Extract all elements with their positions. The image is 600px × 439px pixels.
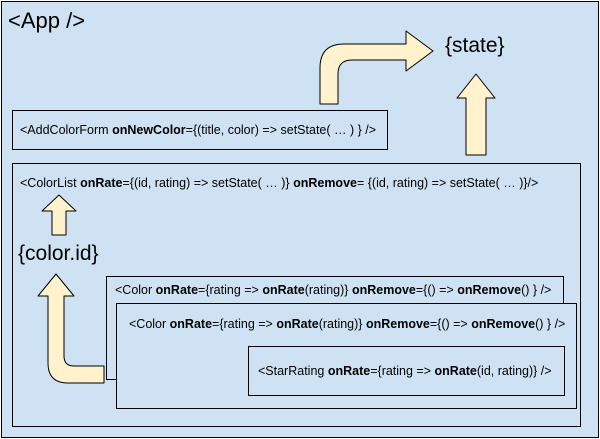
up-arrow-to-state bbox=[456, 73, 496, 156]
color-front-v3: ={() => bbox=[429, 317, 472, 331]
curved-arrow-to-state bbox=[319, 30, 434, 105]
color-front-on-remove-prop: onRemove bbox=[365, 317, 430, 331]
color-list-on-rate-prop: onRate bbox=[80, 176, 123, 190]
star-rating-tag: <StarRating bbox=[258, 364, 328, 378]
color-back-v2: (rating)} bbox=[304, 283, 352, 297]
color-back-label: <Color onRate={rating => onRate(rating)}… bbox=[115, 283, 551, 297]
add-color-form-label: <AddColorForm onNewColor={(title, color)… bbox=[20, 123, 376, 137]
color-front-on-rate-prop: onRate bbox=[169, 317, 213, 331]
star-rating-v1: ={rating => bbox=[370, 364, 435, 378]
color-front-v1: ={rating => bbox=[212, 317, 277, 331]
add-color-form-box: <AddColorForm onNewColor={(title, color)… bbox=[12, 110, 388, 150]
color-back-on-rate-call: onRate bbox=[262, 283, 305, 297]
color-list-on-remove-value: = {(id, rating) => setState( … )}/> bbox=[356, 176, 539, 190]
color-back-on-rate-prop: onRate bbox=[155, 283, 199, 297]
color-front-tag: <Color bbox=[129, 317, 170, 331]
color-list-on-remove-prop: onRemove bbox=[293, 176, 357, 190]
star-rating-on-rate-prop: onRate bbox=[327, 364, 371, 378]
on-new-color-prop: onNewColor bbox=[112, 123, 186, 137]
color-back-v3: ={() => bbox=[415, 283, 458, 297]
add-color-form-tag: <AddColorForm bbox=[20, 123, 113, 137]
color-front-v4: () } /> bbox=[535, 317, 566, 331]
state-label: {state} bbox=[445, 34, 505, 57]
color-front-on-rate-call: onRate bbox=[276, 317, 319, 331]
color-back-on-remove-call: onRemove bbox=[457, 283, 522, 297]
star-rating-v2: (id, rating)} /> bbox=[476, 364, 552, 378]
color-back-tag: <Color bbox=[115, 283, 156, 297]
color-front-on-remove-call: onRemove bbox=[471, 317, 536, 331]
on-new-color-value: ={(title, color) => setState( … ) } /> bbox=[185, 123, 377, 137]
color-front-label: <Color onRate={rating => onRate(rating)}… bbox=[129, 317, 565, 331]
color-list-on-rate-value: ={(id, rating) => setState( … )} bbox=[122, 176, 294, 190]
color-list-label: <ColorList onRate={(id, rating) => setSt… bbox=[20, 176, 538, 190]
up-arrow-to-color-list bbox=[41, 194, 77, 236]
color-list-tag: <ColorList bbox=[20, 176, 81, 190]
color-back-v4: () } /> bbox=[521, 283, 552, 297]
l-arrow-to-color-id bbox=[37, 273, 105, 384]
color-id-label: {color.id} bbox=[18, 242, 99, 265]
color-front-v2: (rating)} bbox=[318, 317, 366, 331]
color-back-on-remove-prop: onRemove bbox=[351, 283, 416, 297]
star-rating-on-rate-call: onRate bbox=[434, 364, 477, 378]
color-back-v1: ={rating => bbox=[198, 283, 263, 297]
star-rating-label: <StarRating onRate={rating => onRate(id,… bbox=[258, 364, 552, 378]
app-title: <App /> bbox=[8, 8, 86, 33]
color-box-front: <Color onRate={rating => onRate(rating)}… bbox=[116, 303, 577, 409]
star-rating-box: <StarRating onRate={rating => onRate(id,… bbox=[248, 346, 565, 396]
